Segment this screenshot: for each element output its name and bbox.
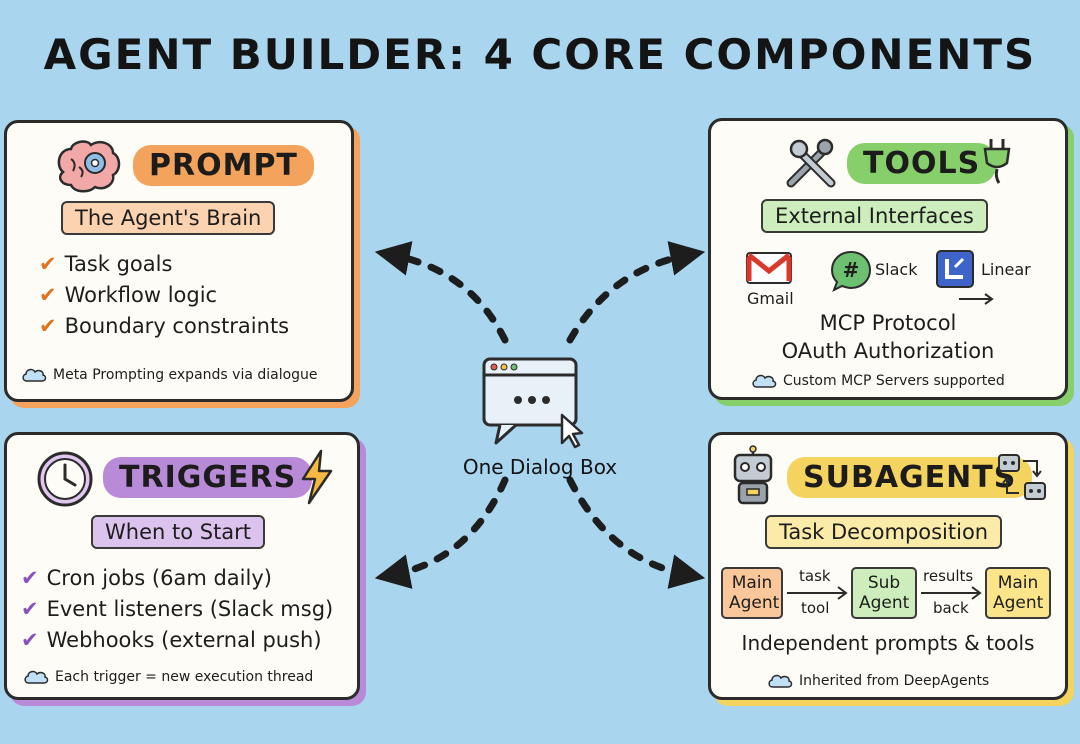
wrench-screwdriver-icon — [786, 138, 836, 188]
subagents-subtitle: Task Decomposition — [765, 515, 1003, 549]
arrow-right-icon — [959, 293, 994, 305]
slack-icon: # — [830, 250, 872, 293]
subagents-card: SUBAGENTS Task Decomposition Main Agent … — [708, 432, 1068, 700]
prompt-list: ✔Task goals ✔Workflow logic ✔Boundary co… — [39, 249, 289, 342]
page-title: AGENT BUILDER: 4 CORE COMPONENTS — [43, 30, 1037, 79]
arrow-to-prompt — [374, 241, 509, 344]
arrow-to-triggers — [374, 476, 509, 589]
arrow-label-results: results — [923, 567, 974, 585]
center-label: One Dialog Box — [462, 455, 618, 479]
triggers-card: TRIGGERS When to Start ✔Cron jobs (6am d… — [4, 432, 360, 700]
robot-icon — [733, 445, 773, 505]
flow-arrows — [787, 586, 982, 600]
subagents-heading: SUBAGENTS — [787, 457, 1033, 498]
plug-icon — [983, 139, 1011, 184]
tools-note: Custom MCP Servers supported — [751, 373, 1005, 389]
list-item: ✔Boundary constraints — [39, 314, 290, 338]
tools-line-oauth: OAuth Authorization — [781, 339, 995, 363]
gmail-icon — [746, 252, 792, 284]
arrow-label-task: task — [799, 567, 831, 585]
check-icon: ✔ — [21, 566, 39, 590]
check-icon: ✔ — [21, 597, 39, 621]
check-icon: ✔ — [39, 252, 57, 276]
list-item: ✔Workflow logic — [39, 283, 218, 307]
tools-heading: TOOLS — [847, 143, 997, 184]
tools-subtitle: External Interfaces — [761, 199, 988, 233]
subagents-note: Inherited from DeepAgents — [767, 673, 989, 689]
arrow-to-tools — [566, 241, 706, 344]
dialog-box-icon — [482, 357, 584, 449]
cloud-icon — [22, 368, 47, 382]
brain-gear-icon — [57, 140, 121, 193]
sub-agent-box: Sub Agent — [851, 567, 917, 619]
slack-label: Slack — [875, 260, 918, 279]
subagents-line: Independent prompts & tools — [741, 631, 1035, 655]
triggers-list: ✔Cron jobs (6am daily) ✔Event listeners … — [21, 563, 333, 656]
main-agent-box: Main Agent — [985, 567, 1051, 619]
arrow-label-back: back — [933, 599, 969, 617]
list-item: ✔Cron jobs (6am daily) — [21, 566, 272, 590]
check-icon: ✔ — [21, 628, 39, 652]
clock-icon — [37, 451, 93, 507]
list-item: ✔Webhooks (external push) — [21, 628, 322, 652]
check-icon: ✔ — [39, 314, 57, 338]
triggers-subtitle: When to Start — [91, 515, 266, 549]
main-agent-box: Main Agent — [721, 567, 783, 619]
linear-label: Linear — [981, 260, 1031, 279]
robots-exchange-icon — [998, 454, 1046, 500]
tools-card: TOOLS External Interfaces Gmail # Slack … — [708, 118, 1068, 400]
prompt-note: Meta Prompting expands via dialogue — [21, 367, 318, 383]
triggers-note: Each trigger = new execution thread — [23, 669, 313, 685]
lightning-icon — [301, 449, 333, 505]
gmail-label: Gmail — [747, 289, 794, 308]
triggers-heading: TRIGGERS — [103, 457, 313, 498]
check-icon: ✔ — [39, 283, 57, 307]
linear-icon — [936, 250, 974, 288]
cloud-icon — [768, 674, 793, 688]
arrow-label-tool: tool — [801, 599, 830, 617]
cloud-icon — [24, 670, 49, 684]
cloud-icon — [752, 374, 777, 388]
center-dialog — [478, 355, 598, 450]
svg-text:#: # — [843, 258, 860, 282]
tools-line-mcp: MCP Protocol — [819, 311, 957, 335]
list-item: ✔Task goals — [39, 252, 173, 276]
prompt-heading: PROMPT — [133, 145, 314, 186]
prompt-card: PROMPT The Agent's Brain ✔Task goals ✔Wo… — [4, 120, 354, 402]
list-item: ✔Event listeners (Slack msg) — [21, 597, 334, 621]
prompt-subtitle: The Agent's Brain — [61, 201, 276, 235]
arrow-to-subagents — [566, 476, 706, 589]
